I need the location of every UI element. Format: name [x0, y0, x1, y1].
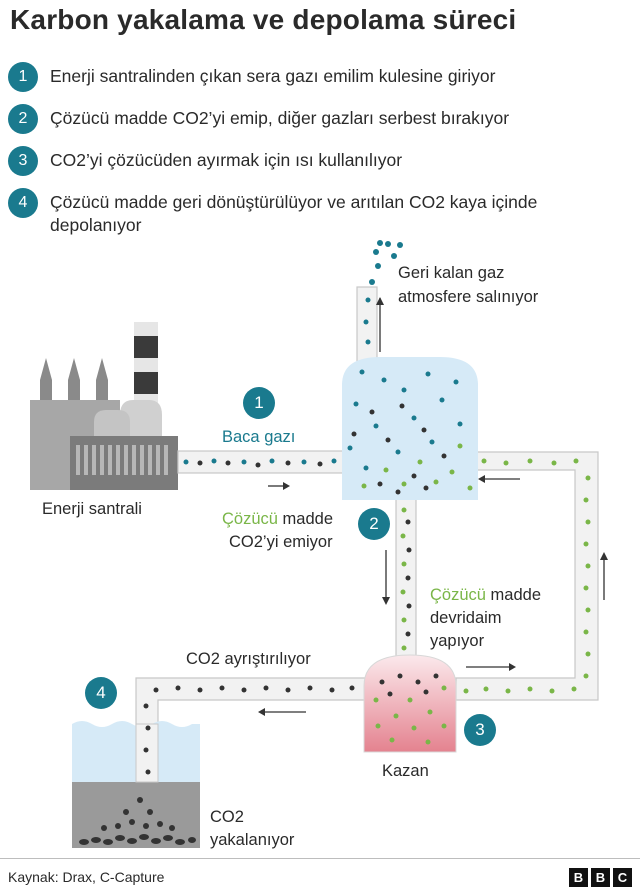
- down-pipe-dots: [400, 507, 412, 651]
- power-plant-label: Enerji santrali: [42, 500, 142, 518]
- solvent-word: Çözücü: [222, 510, 278, 528]
- bbc-logo: B B C: [569, 868, 632, 887]
- logo-letter: C: [613, 868, 632, 887]
- absorbs-text: madde: [282, 510, 333, 528]
- diagram-badge-3: 3: [464, 714, 496, 746]
- boiler-dots: [373, 673, 447, 745]
- page-title: Karbon yakalama ve depolama süreci: [10, 4, 517, 35]
- power-plant-icon: [30, 322, 178, 490]
- step-4: 4 Çözücü madde geri dönüştürülüyor ve ar…: [8, 188, 620, 237]
- tower-dots: [347, 369, 473, 495]
- footer-divider: [0, 858, 640, 859]
- step-2: 2 Çözücü madde CO2’yi emip, diğer gazlar…: [8, 104, 620, 134]
- absorbs-label-1: Çözücü madde: [222, 508, 333, 530]
- step-3: 3 CO2’yi çözücüden ayırmak için ısı kull…: [8, 146, 620, 176]
- circulation-label-2: devridaim: [430, 609, 502, 627]
- captured-label-2: yakalanıyor: [210, 831, 295, 849]
- circulation-label-3: yapıyor: [430, 632, 485, 650]
- released-gas-label-2: atmosfere salınıyor: [398, 288, 539, 306]
- boiler: [363, 654, 457, 753]
- co2-pipe-dots: [143, 685, 355, 775]
- released-gas-label-1: Geri kalan gaz: [398, 264, 505, 282]
- source-text: Kaynak: Drax, C-Capture: [8, 869, 165, 885]
- step-text: Enerji santralinden çıkan sera gazı emil…: [50, 66, 496, 86]
- flue-gas-dots: [183, 458, 337, 468]
- step-badge: 2: [8, 104, 38, 134]
- recirculation-dots: [463, 458, 591, 694]
- flow-arrows: [258, 297, 608, 716]
- logo-letter: B: [591, 868, 610, 887]
- logo-letter: B: [569, 868, 588, 887]
- step-badge: 1: [8, 62, 38, 92]
- diagram-badge-1: 1: [243, 387, 275, 419]
- step-text: Çözücü madde geri dönüştürülüyor ve arıt…: [50, 192, 538, 235]
- circulation-label-1: Çözücü madde: [430, 584, 541, 606]
- captured-label-1: CO2: [210, 808, 244, 826]
- solvent-word: Çözücü: [430, 586, 486, 604]
- diagram-badge-2: 2: [358, 508, 390, 540]
- step-badge: 4: [8, 188, 38, 218]
- diagram-badge-4: 4: [85, 677, 117, 709]
- boiler-label: Kazan: [382, 762, 429, 780]
- circulation-text: madde: [490, 586, 541, 604]
- step-badge: 3: [8, 146, 38, 176]
- flue-gas-label: Baca gazı: [222, 428, 296, 446]
- rock-storage: [72, 721, 200, 848]
- step-text: Çözücü madde CO2’yi emip, diğer gazları …: [50, 108, 510, 128]
- step-text: CO2’yi çözücüden ayırmak için ısı kullan…: [50, 150, 403, 170]
- vent-dots: [363, 240, 403, 345]
- absorption-tower: [342, 357, 478, 500]
- separated-label: CO2 ayrıştırılıyor: [186, 650, 311, 668]
- absorbs-label-2: CO2’yi emiyor: [229, 533, 333, 551]
- step-1: 1 Enerji santralinden çıkan sera gazı em…: [8, 62, 620, 92]
